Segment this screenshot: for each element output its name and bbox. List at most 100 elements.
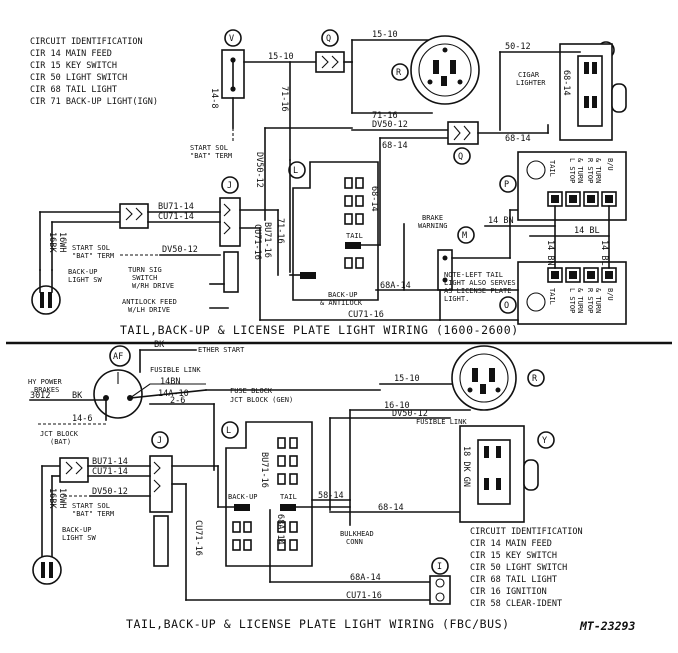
label-lighter: LIGHTER (516, 79, 546, 87)
wire-label: CU71-16 (348, 310, 384, 320)
connector-label: Y (542, 436, 547, 446)
wire-label: BK (154, 340, 165, 350)
wire-label: BU71-16 (259, 452, 269, 488)
wire-label: BU71-14 (158, 202, 194, 212)
top-legend-line: CIR 50 LIGHT SWITCH (30, 73, 127, 83)
wire-label: 14 BL (599, 240, 609, 266)
connector-j: J (219, 176, 241, 293)
connector-label: I (437, 562, 442, 572)
connector-v: V (221, 29, 245, 99)
wire-label: DV50-12 (254, 152, 264, 188)
label-tail: TAIL (346, 232, 363, 240)
wire-label: BU71-14 (92, 457, 128, 467)
bottom-legend-line: CIR 58 CLEAR-IDENT (470, 599, 562, 609)
bottom-legend-line: CIR 68 TAIL LIGHT (470, 575, 557, 585)
bottom-legend: CIRCUIT IDENTIFICATION CIR 14 MAIN FEED … (470, 527, 583, 609)
label-backup-antilock: & ANTILOCK (320, 299, 363, 307)
connector-label: O (504, 301, 509, 311)
label-bulkhead: BULKHEAD (340, 530, 374, 538)
wire-label: 16-10 (384, 401, 410, 411)
wire-label: 68A-14 (275, 514, 285, 545)
wire-label: DV50-12 (162, 245, 198, 255)
connector-backup-bottom (59, 457, 89, 483)
wire-label: DV50-12 (92, 487, 128, 497)
connector-label: V (229, 34, 234, 44)
lamp-label: & TURN (576, 158, 584, 183)
wire-label: 14 BN (545, 240, 555, 266)
top-legend-line: CIR 14 MAIN FEED (30, 49, 112, 59)
wire-label: DV50-12 (372, 120, 408, 130)
connector-label: R (532, 374, 538, 384)
connector-label: J (157, 436, 162, 446)
wire-label: 14A-10 (158, 389, 189, 399)
wire-label: 14 BN (488, 216, 514, 226)
wire-label: 68-14 (369, 186, 379, 212)
wire-label: 16BK (47, 232, 57, 253)
top-legend-line: CIR 68 TAIL LIGHT (30, 85, 117, 95)
lamp-label: TAIL (548, 288, 556, 305)
label-antilock: W/LH DRIVE (128, 306, 170, 314)
connector-label: Q (326, 34, 331, 44)
label-start-sol: START SOL (190, 144, 228, 152)
wire-label: 14-6 (72, 414, 92, 424)
label-turn-sig: TURN SIG (128, 266, 162, 274)
label-note: LIGHT. (444, 295, 469, 303)
label-fusible-link-b: FUSIBLE LINK (416, 418, 467, 426)
wire-label: 68-14 (382, 141, 408, 151)
connector-label: M (462, 231, 467, 241)
wire-label: CU71-14 (158, 212, 194, 222)
top-title: TAIL,BACK-UP & LICENSE PLATE LIGHT WIRIN… (120, 323, 519, 337)
label-backup: BACK-UP (62, 526, 92, 534)
label-backup-sw: LIGHT SW (68, 276, 103, 284)
connector-label: P (504, 180, 509, 190)
connector-label: AF (113, 352, 123, 362)
backup-light-switch-bottom (32, 555, 62, 585)
top-legend-line: CIR 15 KEY SWITCH (30, 61, 117, 71)
label-note: NOTE-LEFT TAIL (444, 271, 503, 279)
connector-label: R (396, 68, 402, 78)
ignition-switch-r: R (391, 35, 480, 105)
label-fuse-block: FUSE BLOCK (230, 387, 273, 395)
lamp-label: B/U (606, 288, 614, 301)
label-backup-antilock: BACK-UP (328, 291, 358, 299)
lamp-label: TAIL (548, 160, 556, 177)
lamp-label: & TURN (594, 288, 602, 313)
label-note: AS LICENSE PLATE (444, 287, 511, 295)
wire-label: 30I2 (30, 391, 50, 401)
label-hy-power: HY POWER (28, 378, 63, 386)
label-bat-term: "BAT" TERM (190, 152, 232, 160)
wire-label: DV50-12 (392, 409, 428, 419)
wire-label: 14 BL (574, 226, 600, 236)
connector-label: Q (458, 152, 463, 162)
wire-label: 50-12 (505, 42, 531, 52)
connector-label: L (226, 426, 231, 436)
backup-light-switch-top (31, 285, 61, 315)
label-brake-warning: WARNING (418, 222, 448, 230)
wire-label: 68A-14 (380, 281, 411, 291)
lamp-label: R STOP (586, 288, 594, 313)
bottom-title: TAIL,BACK-UP & LICENSE PLATE LIGHT WIRIN… (126, 617, 510, 631)
ignition-switch-r-bottom: R (451, 345, 545, 411)
wire-label: 15-10 (372, 30, 398, 40)
label-turn-sig: SWITCH (132, 274, 157, 282)
light-switch-y-bottom: Y (459, 425, 555, 523)
label-backup-fuse: BACK-UP (228, 493, 258, 501)
lamp-block-o: O (499, 261, 627, 325)
top-legend-line: CIR 71 BACK-UP LIGHT(IGN) (30, 97, 158, 107)
connector-label: L (293, 166, 298, 176)
label-bulkhead: CONN (346, 538, 363, 546)
label-jct-block-bat: (BAT) (50, 438, 71, 446)
wire-label: 2-6 (170, 396, 185, 406)
connector-j-bottom: J (149, 431, 173, 567)
connector-af: AF (93, 345, 143, 419)
label-start-sol: START SOL (72, 502, 110, 510)
wire-label: 14-8 (209, 88, 219, 108)
bottom-legend-line: CIR 14 MAIN FEED (470, 539, 552, 549)
connector-label: J (227, 181, 232, 191)
label-bat-term: "BAT" TERM (72, 510, 114, 518)
wire-label: CU71-16 (193, 520, 203, 556)
wire-label: 71-16 (275, 218, 285, 244)
wire-label: 15-10 (394, 374, 420, 384)
wire-label: 68A-14 (350, 573, 381, 583)
wire-label: 16WH (57, 488, 67, 508)
